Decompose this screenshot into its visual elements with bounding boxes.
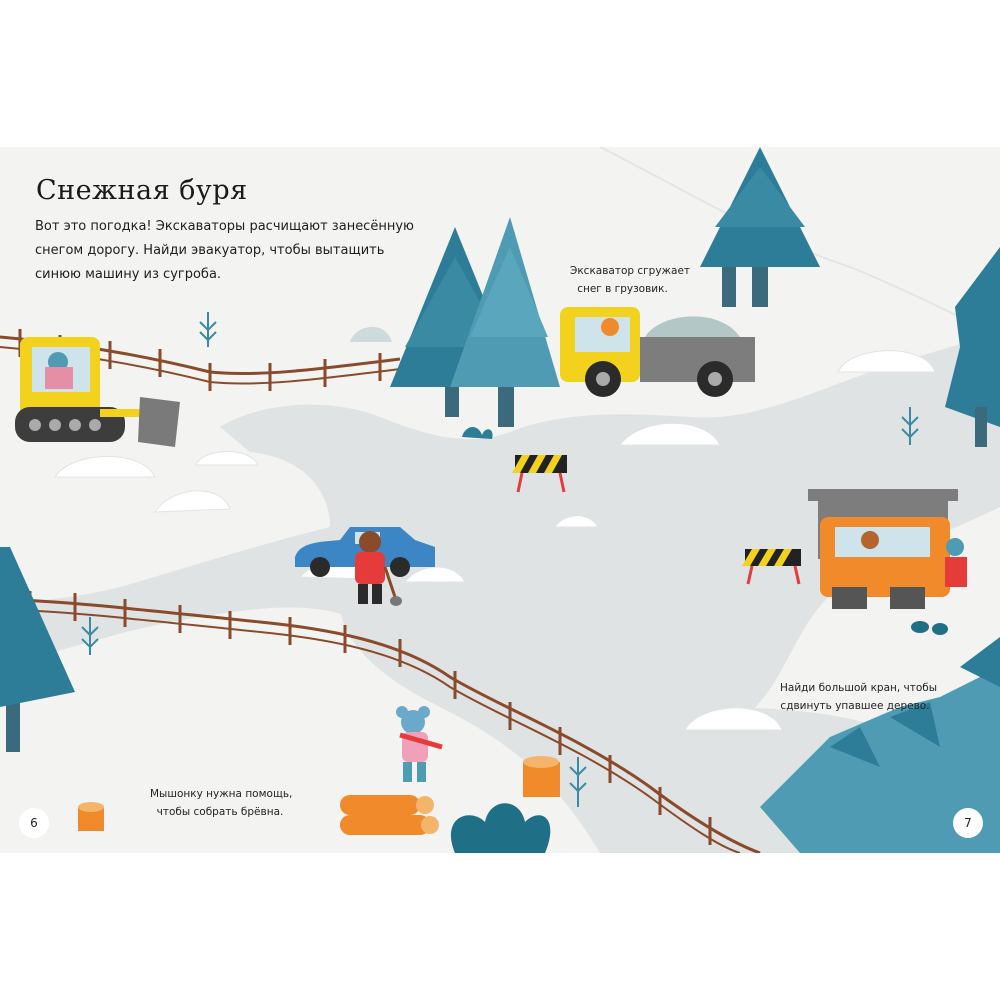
pine-tree-left: [0, 547, 75, 752]
road-barrier-right: [742, 549, 801, 585]
plant-decorations: [81, 312, 919, 807]
orange-truck: [808, 489, 967, 609]
fallen-tree: [760, 637, 1000, 853]
caption-mouse-line-1: Мышонку нужна помощь,: [150, 788, 293, 800]
log-stump-center: [523, 756, 560, 797]
intro-line-3: синюю машину из сугроба.: [35, 267, 222, 282]
dump-truck: [560, 307, 755, 397]
caption-excavator-line-2: снег в грузовик.: [577, 283, 668, 295]
caption-crane: Найди большой кран, чтобы сдвинуть упавш…: [780, 679, 938, 715]
caption-excavator-line-1: Экскаватор сгружает: [570, 265, 691, 277]
caption-excavator: Экскаватор сгружает снег в грузовик.: [570, 262, 691, 298]
intro-line-2: снегом дорогу. Найди эвакуатор, чтобы вы…: [35, 243, 385, 258]
caption-mouse: Мышонку нужна помощь, чтобы собрать брёв…: [150, 785, 293, 821]
fox-with-shovel: [355, 531, 402, 606]
page-number-right: 7: [953, 808, 983, 838]
bulldozer: [15, 337, 180, 447]
snowstorm-illustration: [0, 147, 1000, 853]
caption-mouse-line-2: чтобы собрать брёвна.: [156, 806, 284, 818]
caption-crane-line-1: Найди большой кран, чтобы: [780, 682, 938, 694]
log-stump-left: [78, 802, 104, 831]
page-number-left: 6: [19, 808, 49, 838]
pine-tree-top-right: [700, 147, 820, 307]
page-title: Снежная буря: [36, 175, 248, 206]
bush-small: [462, 426, 493, 439]
bush-bottom: [450, 803, 551, 853]
intro-line-1: Вот это погодка! Экскаваторы расчищают з…: [35, 219, 414, 234]
pine-tree-center: [390, 217, 560, 427]
pine-tree-right-edge: [945, 247, 1000, 447]
log-pile: [340, 795, 439, 835]
caption-crane-line-2: сдвинуть упавшее дерево.: [780, 700, 930, 712]
road-barrier-center: [512, 455, 567, 493]
book-spread: Снежная буря Вот это погодка! Экскаватор…: [0, 147, 1000, 853]
mouse-character: [396, 706, 443, 782]
